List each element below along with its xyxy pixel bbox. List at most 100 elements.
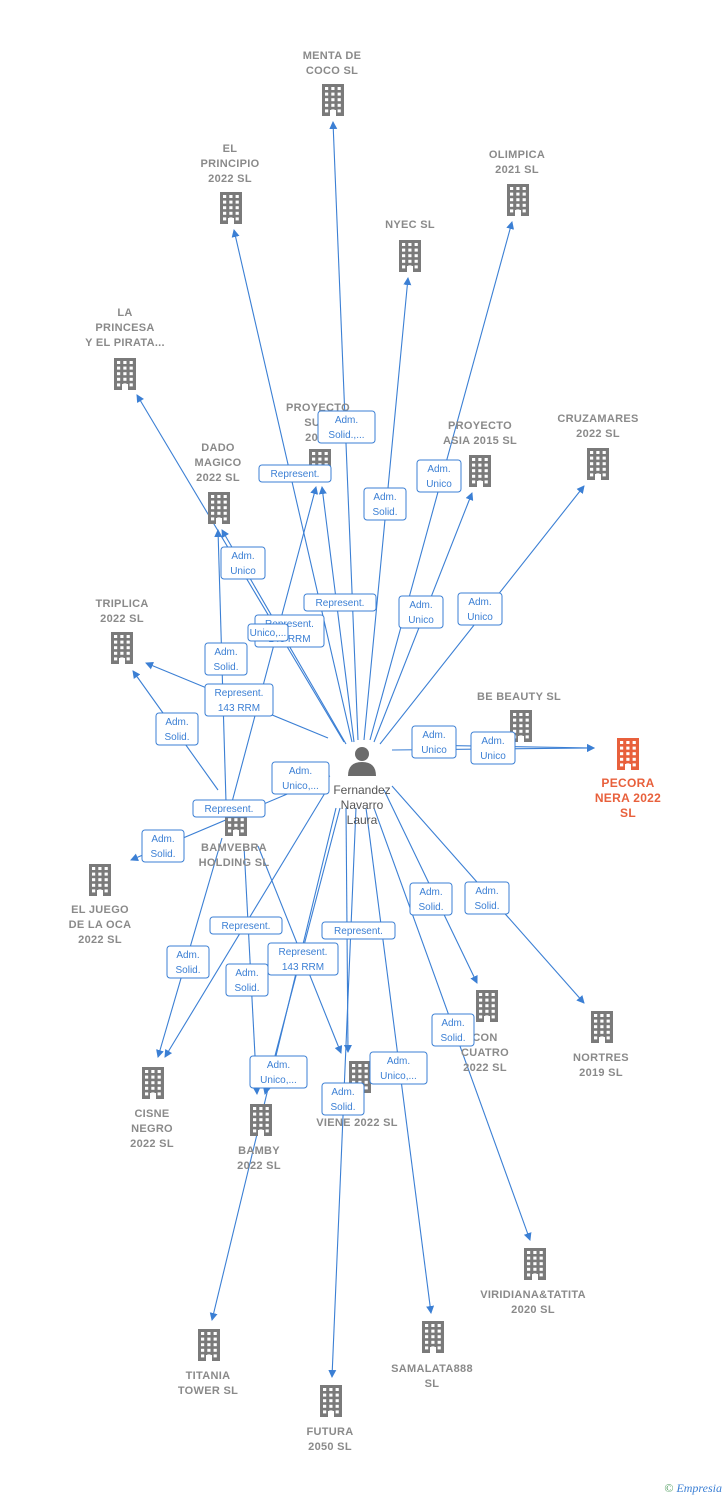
relation-badge-r13[interactable]: Adm.Solid. [155,712,199,746]
company-label-menta-line: COCO SL [306,65,358,77]
company-label-dadomagico-line: MAGICO [194,457,241,469]
building-icon-cisne[interactable] [142,1067,164,1099]
company-label-elprincipio-line: 2022 SL [208,173,252,185]
relation-line: Solid. [150,849,175,860]
relation-badge-r11[interactable]: Adm.Solid. [204,642,248,676]
relation-line: Unico,... [380,1071,417,1082]
company-label-bamvebra: BAMVEBRA HOLDING SL [199,842,270,869]
company-label-bamvebra-line: HOLDING SL [199,857,270,869]
company-label-triplica-line: 2022 SL [100,613,144,625]
relation-badge-r15[interactable]: Adm.Unico [470,731,516,765]
relation-line: Adm. [331,1087,354,1098]
building-icon-elprincipio[interactable] [220,192,242,224]
company-label-pecora-line: NERA 2022 [595,791,661,805]
building-icon-bamby[interactable] [250,1104,272,1136]
relation-line: Represent. [271,469,320,480]
company-label-menta-line: MENTA DE [303,50,362,62]
relation-text: Adm.Unico [421,730,447,756]
relation-badge-r24[interactable]: Adm.Solid. [166,945,210,979]
company-label-bamvebra-line: BAMVEBRA [201,842,267,854]
relation-line: Solid.,... [328,430,364,441]
company-label-cisne-line: CISNE [134,1108,169,1120]
relation-badge-r6[interactable]: Represent. [303,593,377,612]
building-icon-bebeauty[interactable] [510,710,532,742]
relation-line: Adm. [214,647,237,658]
relation-line: Adm. [289,766,312,777]
relation-line: Solid. [440,1033,465,1044]
relation-badge-r26[interactable]: Adm.Solid. [431,1013,475,1047]
relation-badge-r10[interactable]: Unico,... [247,623,289,642]
person-icon[interactable] [348,747,376,776]
relation-badge-r4[interactable]: Adm.Solid. [363,487,407,521]
company-label-titania-line: TOWER SL [178,1385,238,1397]
relation-line: Adm. [481,736,504,747]
building-icon-viridiana[interactable] [524,1248,546,1280]
building-icon-eljuego[interactable] [89,864,111,896]
company-label-menta: MENTA DE COCO SL [303,50,362,77]
relation-badge-r27[interactable]: Adm.Unico,... [249,1055,308,1089]
building-icon-pecora[interactable] [617,738,639,770]
building-icon-nortres[interactable] [591,1011,613,1043]
relation-line: Solid. [164,732,189,743]
relation-text: Represent.143 RRM [279,947,328,973]
company-label-cisne-line: NEGRO [131,1123,173,1135]
relation-badge-r2[interactable]: Represent. [258,464,332,483]
building-icon-triplica[interactable] [111,632,133,664]
relation-badge-r8[interactable]: Adm.Unico [457,592,503,626]
company-label-viridiana-line: VIRIDIANA&TATITA [480,1289,586,1301]
relation-text: Adm.Solid. [330,1087,355,1113]
building-icon-samalata[interactable] [422,1321,444,1353]
relation-text: Adm.Solid. [372,492,397,518]
company-label-eljuego-line: EL JUEGO [71,904,129,916]
relation-badge-r25[interactable]: Adm.Solid. [225,963,269,997]
company-label-laprincesa-line: LA [117,307,132,319]
brand-logo[interactable]: Empresia [676,1481,722,1495]
person-label-line: Navarro [341,798,384,812]
relation-badge-r12[interactable]: Represent.143 RRM [204,683,274,717]
building-icon-laprincesa[interactable] [114,358,136,390]
company-label-titania-line: TITANIA [186,1370,231,1382]
relation-badge-r7[interactable]: Adm.Unico [398,595,444,629]
relation-line: Adm. [151,834,174,845]
company-label-titania: TITANIA TOWER SL [178,1370,238,1397]
building-icon-nyec[interactable] [399,240,421,272]
company-label-bamby-line: 2022 SL [237,1160,281,1172]
relation-text: Represent. [316,598,365,609]
relation-badge-r20[interactable]: Adm.Solid. [464,881,510,915]
relation-badge-r17[interactable]: Represent. [192,799,266,818]
relation-badge-r21[interactable]: Represent. [209,916,283,935]
building-icon-menta[interactable] [322,84,344,116]
relation-badge-r3[interactable]: Adm.Unico [416,459,462,493]
relation-text: Represent.143 RRM [215,688,264,714]
relation-badge-r5[interactable]: Adm.Unico [220,546,266,580]
relation-badge-r19[interactable]: Adm.Solid. [409,882,453,916]
building-icon-cruzamares[interactable] [587,448,609,480]
relation-badge-r28[interactable]: Adm.Unico,... [369,1051,428,1085]
building-icon-proyectoasia[interactable] [469,455,491,487]
relation-badge-r22[interactable]: Represent.143 RRM [267,942,339,976]
relation-line: Adm. [475,886,498,897]
footer-credit: ©Empresia [664,1481,722,1496]
relation-text: Represent. [334,926,383,937]
building-icon-con[interactable] [476,990,498,1022]
relation-line: Represent. [222,921,271,932]
company-label-eljuego-line: 2022 SL [78,934,122,946]
relation-badge-r18[interactable]: Adm. Solid. [141,829,185,863]
building-icon-dadomagico[interactable] [208,492,230,524]
relation-badge-r1[interactable]: Adm.Solid.,... [317,410,376,444]
building-icon-olimpica[interactable] [507,184,529,216]
relation-badge-r23[interactable]: Represent. [321,921,396,940]
company-label-nortres-line: NORTRES [573,1052,629,1064]
relation-badge-r29[interactable]: Adm.Solid. [321,1082,365,1116]
company-label-viene-line: VIENE 2022 SL [316,1117,398,1129]
copyright-icon: © [664,1481,674,1495]
relation-text: Adm.Unico,... [282,766,319,792]
building-icon-titania[interactable] [198,1329,220,1361]
relation-badge-r16[interactable]: Adm.Unico,... [271,761,330,795]
relation-badge-r14[interactable]: Adm.Unico [411,725,457,759]
relation-line: Unico,... [260,1075,297,1086]
building-icon-futura[interactable] [320,1385,342,1417]
